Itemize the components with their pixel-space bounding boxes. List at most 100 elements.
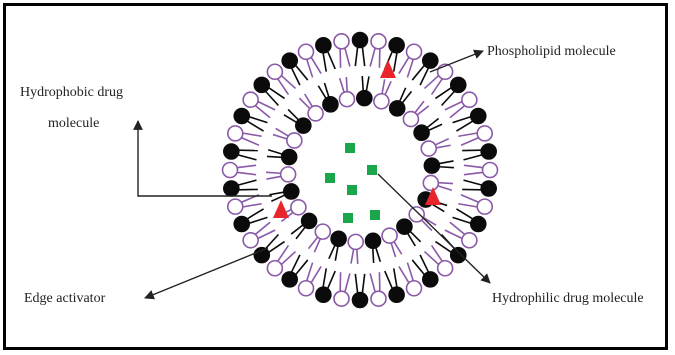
lipid-head-filled [353, 33, 368, 48]
lipid-head-filled [323, 97, 338, 112]
lipid-tail [453, 217, 471, 223]
outer-phospholipid-11 [464, 163, 498, 178]
lipid-tail [311, 266, 321, 282]
lipid-head-filled [302, 213, 317, 228]
lipid-head-filled [471, 108, 486, 123]
lipid-head-open [315, 224, 330, 239]
lipid-tail [311, 58, 321, 74]
lipid-tail [267, 156, 282, 157]
lipid-tail [258, 230, 275, 238]
outer-phospholipid-32 [224, 180, 258, 196]
lipid-tail [439, 167, 454, 168]
lipid-tail [407, 60, 413, 78]
lipid-head-open [287, 133, 302, 148]
lipid-head-open [438, 261, 453, 276]
lipid-tail [238, 180, 256, 185]
inner-phospholipid-14 [329, 231, 346, 260]
lipid-tail [307, 263, 313, 281]
lipid-tail [370, 274, 375, 292]
lipid-tail [328, 271, 335, 288]
lipid-tail [376, 248, 380, 262]
lipid-head-open [423, 175, 438, 190]
lipid-tail [458, 133, 476, 136]
lipid-tail [292, 255, 300, 272]
outer-phospholipid-34 [224, 144, 258, 160]
lipid-head-filled [224, 181, 239, 196]
hydrophilic-drug-label: Hydrophilic drug molecule [492, 290, 644, 308]
lipid-tail [258, 102, 275, 110]
lipid-head-filled [481, 181, 496, 196]
lipid-tail [464, 155, 482, 160]
lipid-head-filled [282, 53, 297, 68]
lipid-head-open [421, 141, 436, 156]
lipid-tail [242, 138, 259, 145]
lipid-head-open [374, 94, 389, 109]
lipid-head-open [407, 44, 422, 59]
lipid-head-open [223, 163, 238, 178]
lipid-head-open [267, 261, 282, 276]
lipid-tail [385, 271, 392, 288]
lipid-tail [335, 246, 338, 260]
inner-phospholipid-19 [266, 167, 296, 182]
lipid-tail [373, 248, 374, 263]
hydrophobic-drug-label-line1: Hydrophobic drug [20, 84, 123, 102]
lipid-tail [296, 260, 308, 274]
lipid-head-open [483, 163, 498, 178]
lipid-head-open [243, 233, 258, 248]
lipid-head-open [298, 44, 313, 59]
lipid-head-open [409, 207, 424, 222]
inner-phospholipid-13 [348, 234, 363, 264]
lipid-head-open [281, 167, 296, 182]
lipid-tail [370, 48, 375, 66]
lipid-tail [464, 165, 483, 167]
lipid-tail [435, 139, 448, 145]
lipid-head-filled [316, 287, 331, 302]
lipid-tail [439, 161, 453, 164]
edge-activator-label: Edge activator [24, 290, 105, 308]
lipid-tail [464, 172, 483, 174]
lipid-tail [432, 204, 444, 212]
hydrophilic-drug-square-4 [343, 213, 353, 223]
lipid-head-filled [234, 217, 249, 232]
lipid-tail [266, 172, 281, 173]
lipid-head-filled [423, 53, 438, 68]
inner-phospholipid-6 [424, 158, 454, 173]
lipid-head-open [243, 92, 258, 107]
lipid-head-filled [423, 272, 438, 287]
inner-phospholipid-12 [366, 233, 381, 263]
lipid-tail [445, 102, 462, 110]
lipid-head-filled [357, 91, 372, 106]
lipid-head-filled [254, 77, 269, 92]
lipid-tail [351, 249, 354, 263]
lipid-tail [436, 145, 450, 148]
lipid-tail [391, 243, 395, 257]
lipid-head-filled [424, 158, 439, 173]
lipid-tail [394, 242, 402, 254]
inner-phospholipid-10 [397, 219, 421, 246]
outer-phospholipid-20 [385, 268, 404, 302]
inner-phospholipid-5 [421, 139, 450, 156]
lipid-head-open [371, 34, 386, 49]
lipid-head-filled [316, 38, 331, 53]
inner-phospholipid-23 [299, 94, 323, 121]
outer-phospholipid-23 [334, 272, 350, 306]
lipid-tail [346, 77, 347, 92]
inner-phospholipid-7 [423, 175, 453, 190]
lipid-head-filled [451, 77, 466, 92]
lipid-tail [438, 183, 453, 184]
lipid-tail [450, 106, 464, 118]
lipid-head-filled [471, 217, 486, 232]
lipid-tail [340, 78, 344, 92]
lipid-head-open [339, 92, 354, 107]
lipid-tail [385, 81, 391, 94]
lipid-tail [362, 76, 363, 91]
lipid-head-open [371, 291, 386, 306]
lipid-head-open [462, 233, 477, 248]
lipid-head-filled [451, 248, 466, 263]
hydrophilic-drug-square-2 [367, 165, 377, 175]
lipid-head-open [334, 291, 349, 306]
lipid-tail [268, 150, 282, 154]
lipid-head-filled [331, 231, 346, 246]
hydrophobic-drug-triangle-1 [273, 200, 289, 218]
lipid-head-open [228, 199, 243, 214]
